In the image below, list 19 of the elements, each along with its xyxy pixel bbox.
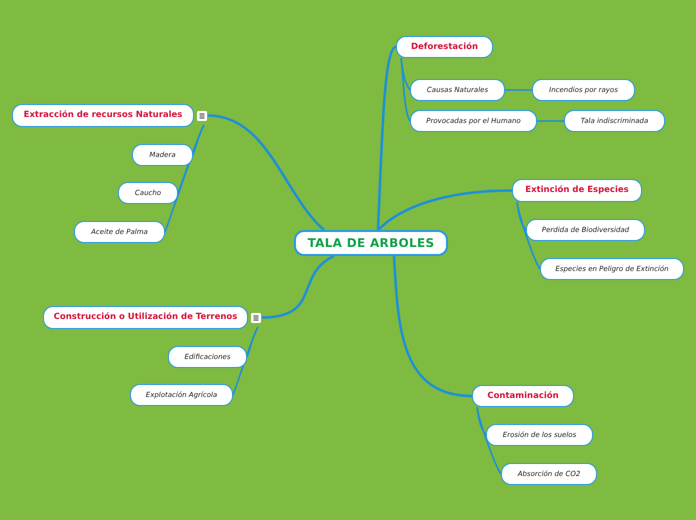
connector-line (400, 58, 411, 122)
connector-line (516, 202, 541, 270)
connector-line (164, 124, 205, 232)
main-topic: Extinción de Especies (512, 179, 642, 202)
connector-line (476, 406, 502, 474)
connector-line (505, 89, 532, 91)
connector-line (262, 254, 335, 319)
main-topic: Deforestación (396, 36, 493, 58)
connector-line (377, 189, 512, 231)
main-topic: Construcción o Utilización de Terrenos (43, 306, 248, 329)
connector-line (392, 256, 472, 398)
main-topic: Contaminación (472, 385, 574, 407)
connector-line (208, 114, 325, 231)
main-topic: Extracción de recursos Naturales (12, 104, 194, 127)
connector-line (537, 120, 564, 122)
central-topic: TALA DE ARBOLES (294, 230, 448, 256)
connector-line (232, 326, 259, 396)
connector-line (376, 46, 397, 230)
connector-line (177, 124, 205, 194)
